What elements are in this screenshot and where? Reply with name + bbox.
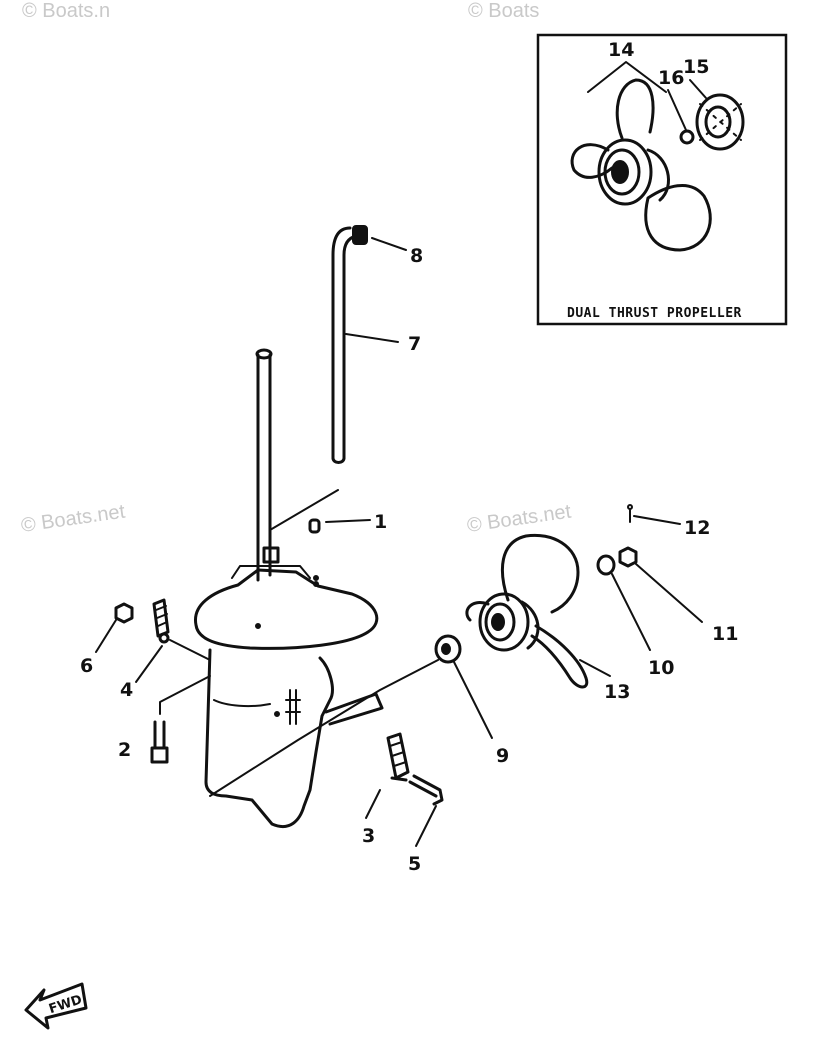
inset-propeller-blade-bottom [644,183,712,252]
callout-8: 8 [410,245,423,267]
bolt-2 [150,720,169,764]
dowel-pin-1 [308,518,321,534]
fwd-arrow-icon: FWD [24,982,88,1030]
watermark-mid-right: © Boats.net [466,501,573,537]
callout-5: 5 [408,853,421,875]
screw-5 [408,774,444,806]
propeller-blade-right [530,624,589,689]
watermark-top-left: © Boats.n [22,0,110,22]
nut-11 [618,546,638,568]
inset-thrust-adapter-15 [695,93,745,151]
watermark-mid-left: © Boats.net [20,501,127,537]
lower-unit-housing [194,565,384,829]
inset-washer-16 [679,129,695,145]
cable-cap-8 [352,225,368,245]
inset-caption: DUAL THRUST PROPELLER [567,306,742,321]
callout-1: 1 [374,511,387,533]
cavitation-plate [194,568,379,650]
callout-15: 15 [683,56,709,78]
callout-3: 3 [362,825,375,847]
watermark-top-right: © Boats [468,0,539,22]
callout-9: 9 [496,745,509,767]
inset-leader-15 [689,79,707,99]
rod-connector [262,546,280,564]
nut-6 [114,602,134,624]
propeller-blade-left [465,601,490,622]
callout-6: 6 [80,655,93,677]
callout-12: 12 [684,517,710,539]
callout-10: 10 [648,657,674,679]
callout-11: 11 [712,623,738,645]
inset-dual-thrust-propeller: 14 15 16 DUAL THRUST PROPELLER [536,33,788,326]
inset-frame [536,33,788,326]
shift-rod-assembly [255,225,368,582]
washer-10 [596,554,616,576]
thrust-washer-9 [434,634,462,664]
propeller-blade-top [501,533,580,614]
anode-3 [386,732,410,782]
callout-4: 4 [120,679,133,701]
anode-4 [152,598,170,644]
leader-lines [95,237,703,847]
callout-13: 13 [604,681,630,703]
gear-case-body [204,648,334,829]
shift-rod [256,353,272,582]
callout-2: 2 [118,739,131,761]
cable-7 [331,226,358,460]
inset-leader-14 [587,61,667,93]
inset-propeller-hub [597,138,653,206]
inset-propeller-blade-top [615,78,655,140]
propeller-13 [465,533,589,689]
propeller-hub [478,592,530,652]
propeller-shaft [324,692,384,726]
callout-16: 16 [658,67,684,89]
callout-14: 14 [608,39,634,61]
inset-leader-16 [667,89,687,131]
callout-7: 7 [408,333,421,355]
